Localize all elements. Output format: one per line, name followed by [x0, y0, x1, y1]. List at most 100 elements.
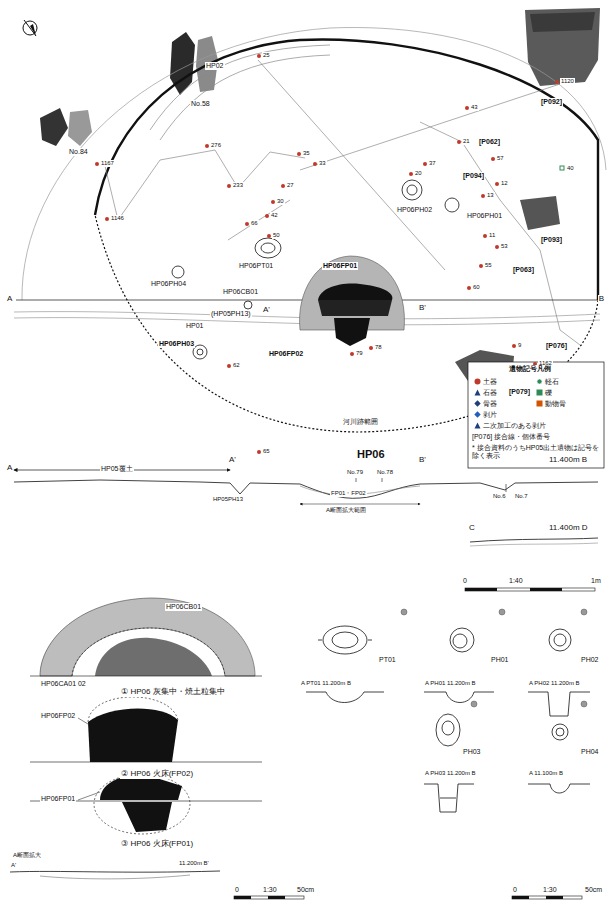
- plan-label: A PT01 11.200m B: [300, 680, 352, 687]
- artifact-marker: [483, 234, 487, 238]
- artifact-marker: [512, 344, 516, 348]
- scale-bar: [234, 896, 582, 899]
- legend-swatch: [474, 422, 481, 429]
- range-arrow: [300, 504, 420, 505]
- artifact-marker: [369, 346, 373, 350]
- plan-label: 1:30: [542, 886, 558, 894]
- plan-label: [P062]: [478, 138, 501, 146]
- plan-label: 0: [462, 577, 468, 585]
- plan-label: [P063]: [512, 266, 535, 274]
- plan-label: HP06PH04: [150, 280, 187, 288]
- plan-label: 0: [234, 886, 240, 894]
- legend-row: 二次加工のある剥片: [474, 422, 594, 430]
- artifact-number: 43: [470, 104, 479, 111]
- plan-label: HP06PH03: [158, 340, 195, 348]
- plan-label: 0: [512, 886, 518, 894]
- plan-label: 遺物記号凡例: [508, 365, 552, 373]
- plan-label: ② HP06 火床(FP02): [120, 770, 194, 779]
- hearth-fp01: [318, 300, 392, 316]
- legend-frame: [468, 362, 604, 468]
- legend-swatch: [474, 411, 481, 418]
- plan-label: HP06PH01: [466, 212, 503, 220]
- legend-swatch: [536, 378, 543, 385]
- hearth-fp02: [334, 318, 370, 346]
- plan-label: [P092]: [540, 98, 563, 106]
- plan-label: HP06FP02: [268, 350, 304, 358]
- artifact-marker: [479, 264, 483, 268]
- plan-label: HP06CB01: [165, 603, 202, 611]
- legend-text: * 接合資料のうちHP05出土遺物は記号を除く表示: [472, 444, 600, 460]
- plan-label: 11.200m B': [178, 860, 210, 867]
- legend-row: 礫: [536, 389, 596, 397]
- legend-swatch: [474, 389, 481, 396]
- legend-text: 土器: [483, 378, 497, 386]
- section-profile: [14, 480, 598, 498]
- plan-label: HP06CB01: [222, 288, 259, 296]
- artifact-number: 21: [462, 138, 471, 145]
- plan-label: ③ HP06 火床(FP01): [120, 840, 194, 849]
- artifact-marker: [227, 364, 231, 368]
- north-arrow: [23, 20, 37, 36]
- plan-label: HP02: [205, 62, 225, 70]
- plan-label: No.78: [376, 469, 394, 476]
- plan-label: No.7: [514, 493, 529, 500]
- legend-swatch: [536, 389, 543, 396]
- artifact-marker: [205, 144, 209, 148]
- artifact-number: 20: [414, 170, 423, 177]
- plan-label: HP06FP01: [40, 795, 76, 803]
- plan-label: HP06PT01: [238, 262, 274, 270]
- artifact-number: 30: [276, 198, 285, 205]
- plan-label: No.58: [190, 100, 211, 108]
- artifact-marker: [409, 172, 413, 176]
- plan-label: A PH01 11.200m B: [424, 680, 477, 687]
- plan-label: B: [598, 295, 605, 304]
- artifact-number: 65: [262, 448, 271, 455]
- legend-text: 剥片: [483, 411, 497, 419]
- plan-label: A: [6, 295, 13, 304]
- artifact-number: 37: [428, 160, 437, 167]
- artifact-number: 53: [500, 243, 509, 250]
- artifact-number: 40: [566, 165, 575, 172]
- plan-label: PH02: [580, 656, 600, 664]
- artifact-marker: [495, 182, 499, 186]
- plan-label: 50cm: [296, 886, 315, 894]
- hearth-fp01: [318, 284, 392, 300]
- plan-label: C: [468, 524, 476, 533]
- plan-label: 11.400m D: [548, 524, 589, 533]
- artifact-marker: [257, 54, 261, 58]
- plan-label: 1:30: [262, 886, 278, 894]
- artifact-number: 66: [250, 220, 259, 227]
- artifact-marker: [105, 217, 109, 221]
- artifact-photo: [40, 8, 600, 384]
- legend-swatch: [474, 400, 481, 407]
- plan-label: A 11.100m B: [528, 770, 564, 777]
- artifact-marker: [313, 162, 317, 166]
- artifact-marker: [555, 80, 559, 84]
- artifact-number: 78: [374, 344, 383, 351]
- plan-label: A': [262, 306, 271, 315]
- artifact-number: 55: [484, 262, 493, 269]
- artifact-marker: [245, 222, 249, 226]
- artifact-marker: [495, 245, 499, 249]
- plan-label: PH04: [580, 748, 600, 756]
- joining-line: [105, 60, 580, 345]
- artifact-marker: [95, 162, 99, 166]
- plan-label: PT01: [378, 656, 397, 664]
- artifact-marker: [491, 157, 495, 161]
- artifact-number: 1146: [110, 215, 125, 222]
- artifact-marker: [267, 234, 271, 238]
- plan-label: 1:40: [508, 577, 524, 585]
- legend-row: 剥片: [474, 411, 594, 419]
- artifact-number: 276: [210, 142, 222, 149]
- plan-label: (HP05PH13): [210, 310, 252, 318]
- artifact-marker: [457, 140, 461, 144]
- legend-text: 骨器: [483, 400, 497, 408]
- artifact-number: 1167: [100, 160, 115, 167]
- artifact-number: 9: [517, 342, 522, 349]
- artifact-marker: [350, 352, 354, 356]
- plan-label: HP06FP02: [40, 712, 76, 720]
- artifact-number: 27: [286, 182, 295, 189]
- plan-label: 11.400m B: [548, 456, 588, 465]
- river-range-line: [22, 27, 606, 300]
